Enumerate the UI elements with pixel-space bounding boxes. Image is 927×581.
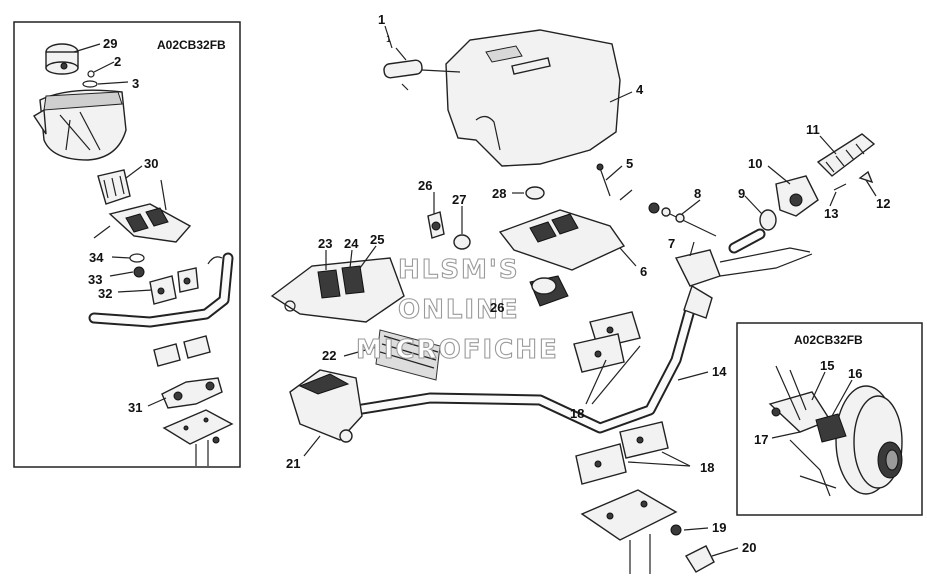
left-inset-leaders bbox=[73, 43, 167, 407]
brake-drum bbox=[835, 385, 903, 495]
part-32-clamp bbox=[149, 267, 199, 305]
callout-6: 6 bbox=[640, 264, 647, 279]
switch-panel bbox=[270, 257, 405, 323]
part-3-ring bbox=[82, 80, 98, 88]
part-9-collar bbox=[759, 209, 777, 231]
callout-23: 23 bbox=[318, 236, 332, 251]
switch-plate bbox=[93, 203, 192, 243]
part-1-pad bbox=[383, 47, 423, 91]
callout-19: 19 bbox=[712, 520, 726, 535]
main-base-plate bbox=[580, 489, 678, 574]
callout-14: 14 bbox=[712, 364, 727, 379]
callout-8: 8 bbox=[694, 186, 701, 201]
callout-5: 5 bbox=[626, 156, 633, 171]
part-2-pin bbox=[87, 70, 95, 78]
part-20-clip bbox=[684, 545, 715, 573]
callout-1-small: 1 bbox=[386, 34, 391, 44]
callout-29: 29 bbox=[103, 36, 117, 51]
callout-12: 12 bbox=[876, 196, 890, 211]
callout-2: 2 bbox=[114, 54, 121, 69]
left-inset: A02CB32FB bbox=[13, 21, 241, 468]
callout-11: 11 bbox=[806, 122, 820, 137]
callout-4: 4 bbox=[636, 82, 644, 97]
callout-26-lower: 26 bbox=[490, 300, 504, 315]
callout-1: 1 bbox=[378, 12, 385, 27]
part-27-nut bbox=[453, 234, 471, 250]
part-11-grip bbox=[816, 133, 876, 177]
right-inset-leaders bbox=[771, 371, 853, 439]
part-26-switch bbox=[427, 211, 445, 239]
part-13-screw bbox=[833, 183, 847, 191]
part-4-headlight-cover bbox=[421, 29, 621, 167]
part-21-throttle-housing bbox=[289, 369, 363, 443]
callout-9: 9 bbox=[738, 186, 745, 201]
upper-cover bbox=[33, 89, 127, 161]
part-10-switch-housing bbox=[775, 175, 819, 217]
part-19-nut bbox=[670, 524, 682, 536]
callout-3: 3 bbox=[132, 76, 139, 91]
watermark: HLSM'S ONLINE MICROFICHE bbox=[355, 254, 559, 365]
callout-7: 7 bbox=[668, 236, 675, 251]
right-inset-code: A02CB32FB bbox=[794, 333, 863, 347]
callout-17: 17 bbox=[754, 432, 768, 447]
callout-18-lower: 18 bbox=[700, 460, 714, 475]
main-leaders bbox=[303, 25, 877, 557]
brake-lever-assembly bbox=[768, 365, 847, 497]
callout-21: 21 bbox=[286, 456, 300, 471]
watermark-line-3: MICROFICHE bbox=[356, 335, 559, 365]
callout-33: 33 bbox=[88, 272, 102, 287]
watermark-line-2: ONLINE bbox=[398, 295, 520, 325]
part-6-bracket bbox=[498, 189, 633, 271]
upper-clamps bbox=[573, 311, 641, 373]
callout-15: 15 bbox=[820, 358, 834, 373]
lower-clamps bbox=[575, 421, 669, 485]
part-7-master-cylinder bbox=[674, 247, 813, 319]
part-26-ignition bbox=[529, 275, 569, 307]
callout-22: 22 bbox=[322, 348, 336, 363]
part-22-cable bbox=[375, 329, 441, 381]
callout-26-upper: 26 bbox=[418, 178, 432, 193]
right-inset: A02CB32FB bbox=[736, 322, 923, 516]
bolt-30 bbox=[160, 179, 167, 211]
part-8-screw bbox=[648, 202, 717, 237]
left-inset-frame bbox=[13, 21, 241, 468]
callout-27: 27 bbox=[452, 192, 466, 207]
part-5-bolt bbox=[599, 167, 611, 197]
callout-18-upper: 18 bbox=[570, 406, 584, 421]
inset-base-plate bbox=[162, 409, 234, 466]
lower-clamp bbox=[153, 335, 211, 367]
callout-32: 32 bbox=[98, 286, 112, 301]
callout-labels: 29 2 3 30 34 33 32 31 1 1 4 5 6 7 8 9 10… bbox=[88, 12, 890, 555]
callout-34: 34 bbox=[89, 250, 104, 265]
callout-16: 16 bbox=[848, 366, 862, 381]
part-33-nut bbox=[133, 266, 145, 278]
callout-20: 20 bbox=[742, 540, 756, 555]
part-31-holder bbox=[161, 377, 223, 409]
part-30-connector bbox=[97, 169, 131, 205]
part-29-cap bbox=[45, 43, 79, 75]
callout-30: 30 bbox=[144, 156, 158, 171]
callout-31: 31 bbox=[128, 400, 142, 415]
callout-13: 13 bbox=[824, 206, 838, 221]
callout-24: 24 bbox=[344, 236, 359, 251]
left-inset-code: A02CB32FB bbox=[157, 38, 226, 52]
part-28-grommet bbox=[525, 186, 545, 200]
watermark-line-1: HLSM'S bbox=[398, 255, 520, 285]
callout-25: 25 bbox=[370, 232, 384, 247]
callout-10: 10 bbox=[748, 156, 762, 171]
callout-28: 28 bbox=[492, 186, 506, 201]
